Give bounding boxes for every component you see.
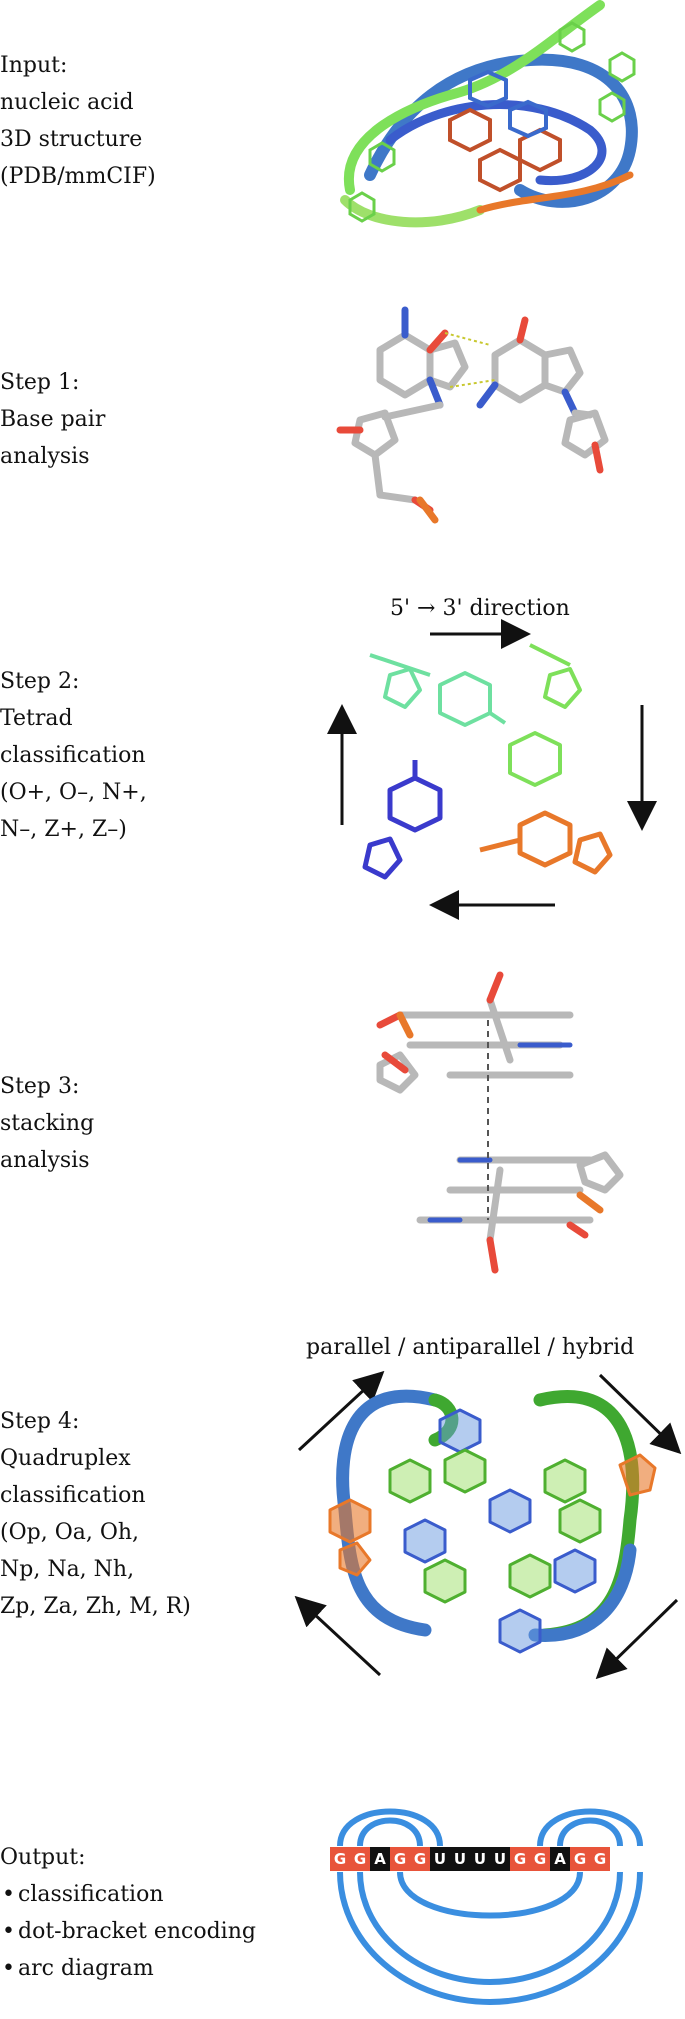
label-line: Step 1:	[0, 370, 80, 395]
nucleotide-box: U	[450, 1847, 470, 1871]
label-line: Input:	[0, 53, 68, 78]
label-line: nucleic acid	[0, 90, 134, 115]
arc	[357, 1817, 423, 1847]
topology-annotation: parallel / antiparallel / hybrid	[306, 1335, 635, 1360]
topology-arrow-bottom-right	[595, 1598, 679, 1680]
label-line: Tetrad	[0, 706, 73, 731]
direction-annotation: 5' → 3' direction	[390, 596, 570, 621]
arc-diagram	[337, 1808, 643, 2005]
arc	[397, 1871, 583, 1919]
input-structure-illustration	[340, 0, 638, 228]
nucleotide-box: U	[470, 1847, 490, 1871]
arc	[537, 1808, 643, 1847]
nucleotide-box: A	[550, 1847, 570, 1871]
nucleotide-box: G	[330, 1847, 350, 1871]
label-line: analysis	[0, 1148, 90, 1173]
output-label: Output: classification dot-bracket encod…	[0, 1839, 256, 1987]
arc	[557, 1817, 623, 1847]
label-line: classification	[0, 743, 146, 768]
stacking-illustration	[376, 971, 624, 1274]
topology-arrow-bottom-left	[294, 1595, 382, 1677]
label-line: Np, Na, Nh,	[0, 1557, 135, 1582]
label-line: Step 3:	[0, 1074, 80, 1099]
step-input-label: Input: nucleic acid 3D structure (PDB/mm…	[0, 47, 156, 195]
sequence-strip: G G A G G U U U U G G A G G	[330, 1847, 610, 1871]
output-item: classification	[0, 1876, 256, 1913]
step-2-label: Step 2: Tetrad classification (O+, O–, N…	[0, 663, 147, 848]
arc	[337, 1871, 643, 2005]
step-3-label: Step 3: stacking analysis	[0, 1068, 94, 1179]
step-4-label: Step 4: Quadruplex classification (Op, O…	[0, 1403, 191, 1625]
label-line: stacking	[0, 1111, 95, 1136]
label-line: Quadruplex	[0, 1446, 131, 1471]
label-line: 3D structure	[0, 127, 143, 152]
tetrad-illustration	[327, 619, 657, 920]
topology-arrow-top-left	[297, 1370, 385, 1452]
quadruplex-illustration	[294, 1370, 682, 1680]
nucleotide-box: G	[350, 1847, 370, 1871]
nucleotide-box: G	[510, 1847, 530, 1871]
nucleotide-box: U	[430, 1847, 450, 1871]
label-line: analysis	[0, 444, 90, 469]
label-line: (O+, O–, N+,	[0, 780, 147, 805]
label-line: Step 4:	[0, 1409, 80, 1434]
nucleotide-box: G	[530, 1847, 550, 1871]
nucleotide-box: U	[490, 1847, 510, 1871]
arc	[337, 1808, 443, 1847]
output-item: dot-bracket encoding	[0, 1913, 256, 1950]
label-line: Step 2:	[0, 669, 80, 694]
label-line: (Op, Oa, Oh,	[0, 1520, 140, 1545]
step-1-label: Step 1: Base pair analysis	[0, 364, 105, 475]
label-line: classification	[0, 1483, 146, 1508]
arc	[357, 1871, 623, 1985]
nucleotide-box: G	[590, 1847, 610, 1871]
output-title: Output:	[0, 1845, 86, 1870]
nucleotide-box: G	[570, 1847, 590, 1871]
nucleotide-box: G	[390, 1847, 410, 1871]
topology-arrow-top-right	[598, 1373, 682, 1455]
label-line: Base pair	[0, 407, 106, 432]
nucleotide-box: G	[410, 1847, 430, 1871]
base-pair-illustration	[336, 306, 609, 524]
output-list: classification dot-bracket encoding arc …	[0, 1876, 256, 1987]
output-item: arc diagram	[0, 1950, 256, 1987]
label-line: Zp, Za, Zh, M, R)	[0, 1594, 191, 1619]
nucleotide-box: A	[370, 1847, 390, 1871]
label-line: N–, Z+, Z–)	[0, 817, 127, 842]
label-line: (PDB/mmCIF)	[0, 164, 156, 189]
